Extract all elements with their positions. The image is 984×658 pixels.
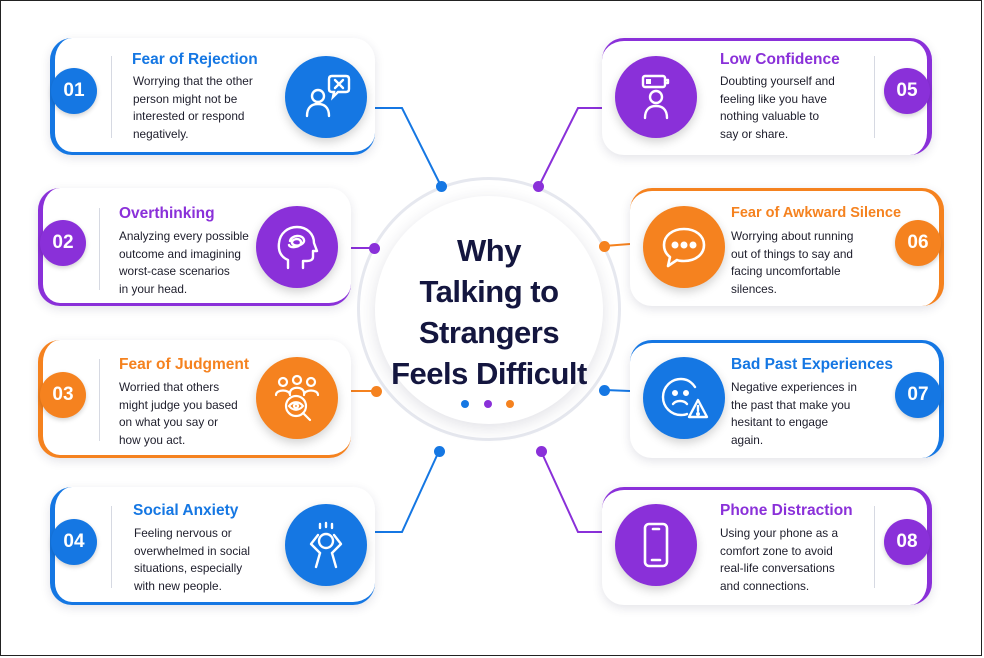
card-title: Fear of Judgment [119, 356, 250, 373]
divider [874, 56, 875, 138]
node-dot-04 [434, 446, 445, 457]
card-title: Overthinking [119, 205, 215, 222]
description-line: hesitant to engage [731, 415, 829, 429]
description-line: might judge you based [119, 397, 238, 412]
divider [874, 506, 875, 588]
description-line: nothing valuable to [720, 109, 820, 123]
center-dot-blue [461, 400, 469, 408]
card-description: Analyzing every possible outcome and ima… [119, 228, 269, 298]
number-badge: 02 [40, 220, 86, 266]
node-dot-03 [371, 386, 382, 397]
center-dot-purple [484, 400, 492, 408]
node-dot-01 [436, 181, 447, 192]
card-title: Fear of Rejection [132, 51, 258, 68]
number-badge: 05 [884, 68, 930, 114]
description-line: overwhelmed in social [134, 543, 251, 558]
node-dot-08 [536, 446, 547, 457]
description-line: on what you say or [119, 415, 219, 429]
people-magnifier-eye-icon [256, 357, 338, 439]
description-line: real-life conversations [720, 561, 835, 575]
connector-01 [372, 107, 442, 187]
center-title-line: Feels Difficult [391, 356, 587, 391]
description-line: feeling like you have [720, 91, 827, 106]
card-description: Negative experiences in the past that ma… [731, 379, 881, 449]
description-line: person might not be [133, 91, 238, 106]
divider [111, 506, 112, 588]
description-line: interested or respond [133, 109, 245, 123]
number-badge: 03 [40, 372, 86, 418]
number-badge: 07 [895, 372, 941, 418]
center-title-line: Talking to [419, 274, 559, 309]
card-description: Doubting yourself and feeling like you h… [720, 73, 862, 143]
center-dot-orange [506, 400, 514, 408]
low-battery-person-icon [615, 56, 697, 138]
number-badge: 01 [51, 68, 97, 114]
description-line: worst-case scenarios [119, 264, 230, 278]
number-badge: 06 [895, 220, 941, 266]
description-line: in your head. [119, 281, 188, 296]
card-title: Fear of Awkward Silence [731, 205, 902, 221]
description-line: the past that make you [731, 397, 851, 412]
connector-04 [372, 450, 440, 533]
description-line: situations, especially [134, 561, 243, 575]
card-description: Worried that others might judge you base… [119, 379, 269, 449]
description-line: Negative experiences in [731, 380, 857, 394]
card-description: Using your phone as a comfort zone to av… [720, 525, 862, 595]
description-line: facing uncomfortable [731, 264, 841, 278]
number-badge: 08 [884, 519, 930, 565]
card-description: Feeling nervous or overwhelmed in social… [134, 525, 276, 595]
center-title-line: Why [457, 233, 521, 268]
divider [99, 208, 100, 290]
description-line: with new people. [134, 578, 222, 593]
card-description: Worrying that the other person might not… [133, 73, 275, 143]
description-line: out of things to say and [731, 246, 853, 261]
center-title-line: Strangers [418, 315, 560, 350]
center-circle [375, 196, 603, 424]
description-line: Worried that others [119, 380, 220, 394]
node-dot-07 [599, 385, 610, 396]
description-line: Analyzing every possible [119, 229, 249, 243]
description-line: Using your phone as a [720, 526, 839, 540]
node-dot-02 [369, 243, 380, 254]
number-badge: 04 [51, 519, 97, 565]
description-line: Feeling nervous or [134, 526, 232, 540]
head-tangled-thoughts-icon [256, 206, 338, 288]
anxious-person-icon [285, 504, 367, 586]
description-line: say or share. [720, 126, 789, 141]
connector-05 [538, 107, 606, 187]
card-title: Social Anxiety [133, 502, 239, 519]
card-description: Worrying about running out of things to … [731, 228, 881, 298]
sad-face-warning-icon [643, 357, 725, 439]
center-title: Why Talking to Strangers Feels Difficult [385, 230, 593, 394]
card-title: Bad Past Experiences [731, 356, 893, 373]
card-title: Low Confidence [720, 51, 840, 68]
description-line: and connections. [720, 578, 810, 593]
speech-bubble-dots-icon [643, 206, 725, 288]
description-line: how you act. [119, 432, 186, 447]
card-title: Phone Distraction [720, 502, 853, 519]
description-line: silences. [731, 281, 777, 296]
connector-08 [540, 450, 606, 533]
description-line: again. [731, 432, 764, 447]
smartphone-icon [615, 504, 697, 586]
node-dot-05 [533, 181, 544, 192]
description-line: Worrying about running [731, 229, 854, 243]
description-line: negatively. [133, 126, 189, 141]
node-dot-06 [599, 241, 610, 252]
person-rejected-speech-bubble-icon [285, 56, 367, 138]
divider [99, 359, 100, 441]
description-line: outcome and imagining [119, 246, 241, 261]
description-line: Worrying that the other [133, 74, 253, 88]
divider [111, 56, 112, 138]
description-line: comfort zone to avoid [720, 543, 833, 558]
description-line: Doubting yourself and [720, 74, 835, 88]
